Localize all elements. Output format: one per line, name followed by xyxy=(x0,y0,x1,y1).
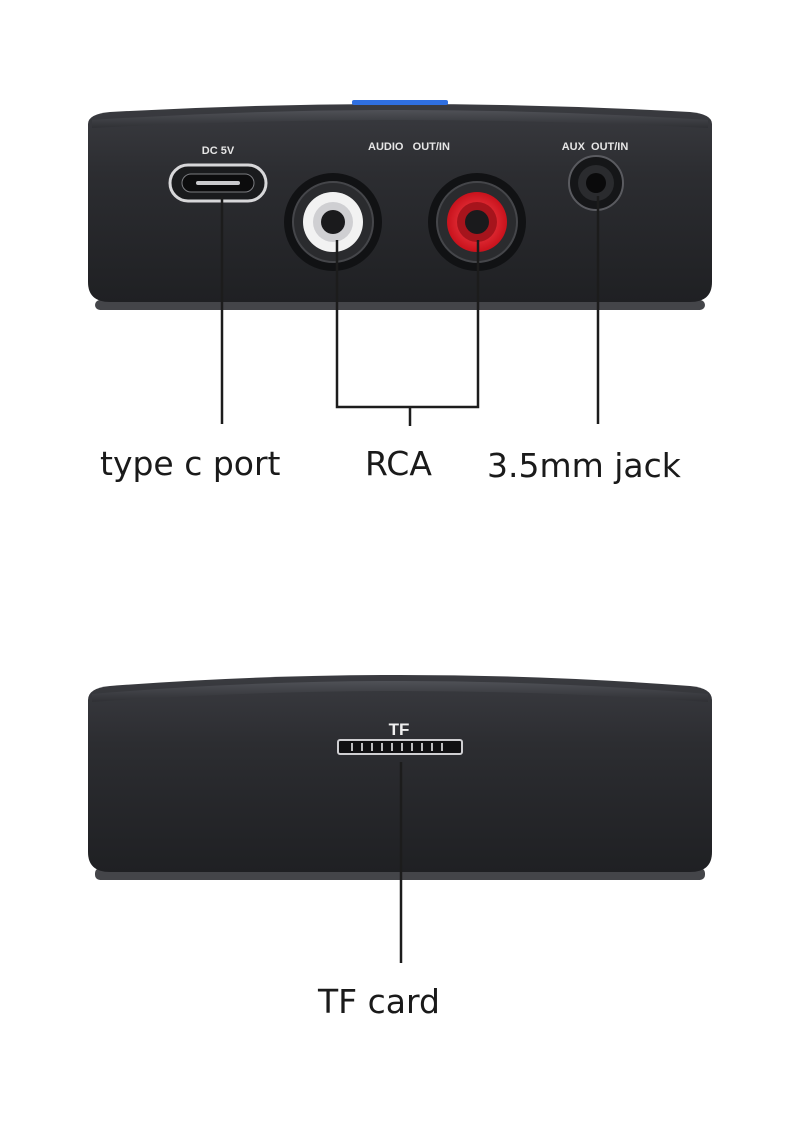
rca-red-jack-icon xyxy=(428,173,526,271)
type-c-port-label: type c port xyxy=(100,444,281,483)
tf-card-slot-icon xyxy=(337,739,463,755)
tf-card-label: TF card xyxy=(318,982,440,1021)
rca-white-jack-icon xyxy=(284,173,382,271)
audio-port-label: AUDIO OUT/IN xyxy=(368,141,450,153)
usb-c-port-icon xyxy=(168,163,268,203)
rca-label: RCA xyxy=(365,444,432,483)
tf-slot-label: TF xyxy=(389,720,410,739)
dc-port-label: DC 5V xyxy=(202,145,235,157)
leader-lines-top xyxy=(220,196,600,426)
status-led xyxy=(352,100,448,105)
aux-jack-icon xyxy=(568,155,624,211)
device-back-panel xyxy=(88,100,712,310)
jack-label: 3.5mm jack xyxy=(487,446,681,485)
aux-port-label: AUX OUT/IN xyxy=(562,141,629,153)
